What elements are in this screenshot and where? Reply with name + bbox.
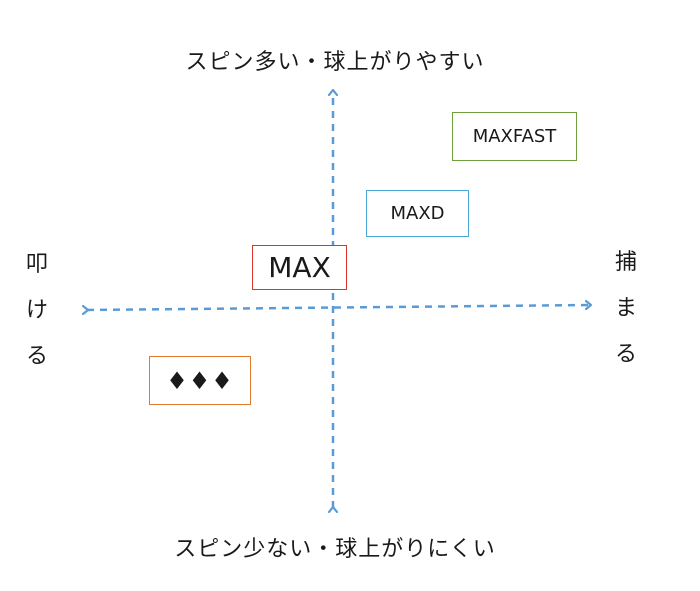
item-box-maxd: MAXD: [366, 190, 469, 237]
axis-label-right-char: 捕: [614, 250, 637, 275]
axis-label-right-char: ま: [614, 296, 637, 321]
item-box-maxfast: MAXFAST: [452, 112, 577, 161]
axis-label-bottom: スピン少ない・球上がりにくい: [174, 537, 496, 562]
axis-label-left-char: 叩: [25, 252, 48, 277]
horizontal-axis-arrow: [87, 305, 590, 310]
item-box-max: MAX: [252, 245, 347, 290]
axis-label-left-char: る: [25, 344, 48, 369]
axis-label-top: スピン多い・球上がりやすい: [185, 50, 485, 75]
item-box-diamonds: ♦♦♦: [149, 356, 251, 405]
axis-label-right-char: る: [614, 342, 637, 367]
axis-label-right: 捕 ま る: [611, 240, 641, 378]
axis-label-left: 叩 け る: [22, 242, 52, 380]
axis-label-left-char: け: [25, 298, 48, 323]
